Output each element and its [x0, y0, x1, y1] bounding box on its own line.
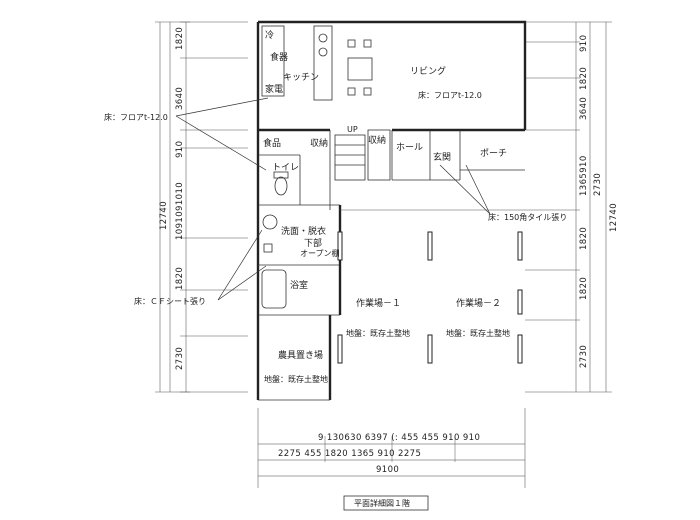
room-tools: 農具置き場 — [278, 349, 323, 361]
room-storage-1: 収納 — [310, 137, 328, 149]
right-dim-2730a: 2730 — [593, 173, 603, 196]
room-bath: 浴室 — [290, 279, 308, 291]
room-labels: 冷 食器 キッチン 家電 リビング 床：フロアt-12.0 食品 収納 トイレ … — [263, 29, 510, 384]
room-living: リビング — [410, 65, 446, 77]
kitchen-fixtures — [261, 25, 373, 101]
note-floor-tile: 床：150角タイル張り — [488, 212, 567, 222]
bottom-dimensions: 9 130630 6397 (: 455 455 910 910 2275 45… — [257, 408, 526, 488]
room-kitchen: キッチン — [283, 72, 319, 83]
note-floor-left: 床：フロアt-12.0 — [104, 112, 168, 122]
left-dim-3640: 3640 — [175, 87, 185, 110]
right-dim-2730b: 2730 — [579, 345, 589, 368]
room-appliance: 家電 — [265, 83, 283, 95]
note-floor-cf: 床：ＣＦシート張り — [134, 296, 206, 306]
bottom-dim-total: 9100 — [376, 465, 399, 475]
left-dim-stack: 1091091010 — [175, 182, 185, 240]
room-storage-2: 収納 — [368, 134, 386, 146]
bottom-dim-row1: 9 130630 6397 (: 455 455 910 910 — [318, 433, 480, 443]
room-porch: ポーチ — [480, 148, 507, 159]
title-text: 平面詳細図１階 — [354, 498, 410, 508]
left-dimensions: 1820 3640 910 1091091010 12740 1820 2730 — [155, 21, 248, 393]
room-wash-line3: オープン棚 — [300, 248, 340, 258]
left-dim-1820: 1820 — [175, 27, 185, 50]
room-food: 食品 — [263, 137, 281, 149]
room-cold: 冷 — [265, 29, 274, 41]
room-stair-up: UP — [347, 125, 358, 134]
right-dim-3640: 3640 — [579, 97, 589, 120]
right-dim-1820a: 1820 — [579, 67, 589, 90]
room-wash-line1: 洗面・脱衣 — [281, 225, 326, 237]
room-ground-2: 地盤：既存土整地 — [446, 328, 510, 338]
room-dish: 食器 — [270, 51, 288, 63]
bottom-dim-row2: 2275 455 1820 1365 910 2275 — [278, 449, 421, 459]
right-dim-12740: 12740 — [609, 203, 619, 232]
right-dim-1365910: 1365910 — [579, 155, 589, 196]
right-dim-1820b: 1820 — [579, 227, 589, 250]
room-toilet: トイレ — [272, 163, 299, 173]
leader-notes: 床：フロアt-12.0 床：150角タイル張り 床：ＣＦシート張り — [104, 97, 567, 306]
room-wash-line2: 下部 — [304, 237, 322, 249]
left-dim-1820b: 1820 — [175, 267, 185, 290]
right-dimensions: 910 1820 3640 1365910 2730 12740 1820 18… — [525, 21, 619, 393]
left-dim-2730: 2730 — [175, 347, 185, 370]
right-dim-1820c: 1820 — [579, 277, 589, 300]
left-dim-910: 910 — [175, 141, 185, 158]
work-area-posts — [337, 231, 523, 364]
room-ground-3: 地盤：既存土整地 — [264, 374, 328, 384]
right-dim-910: 910 — [579, 35, 589, 52]
room-living-floor: 床：フロアt-12.0 — [418, 90, 482, 100]
sanitary-fixtures — [261, 171, 289, 309]
drawing-title: 平面詳細図１階 — [343, 495, 429, 511]
room-ground-1: 地盤：既存土整地 — [346, 328, 410, 338]
room-work-2: 作業場－２ — [456, 297, 501, 309]
left-dim-12740: 12740 — [159, 201, 169, 230]
room-work-1: 作業場－１ — [356, 297, 401, 309]
room-hall: ホール — [396, 142, 423, 153]
room-entrance: 玄関 — [433, 151, 451, 163]
